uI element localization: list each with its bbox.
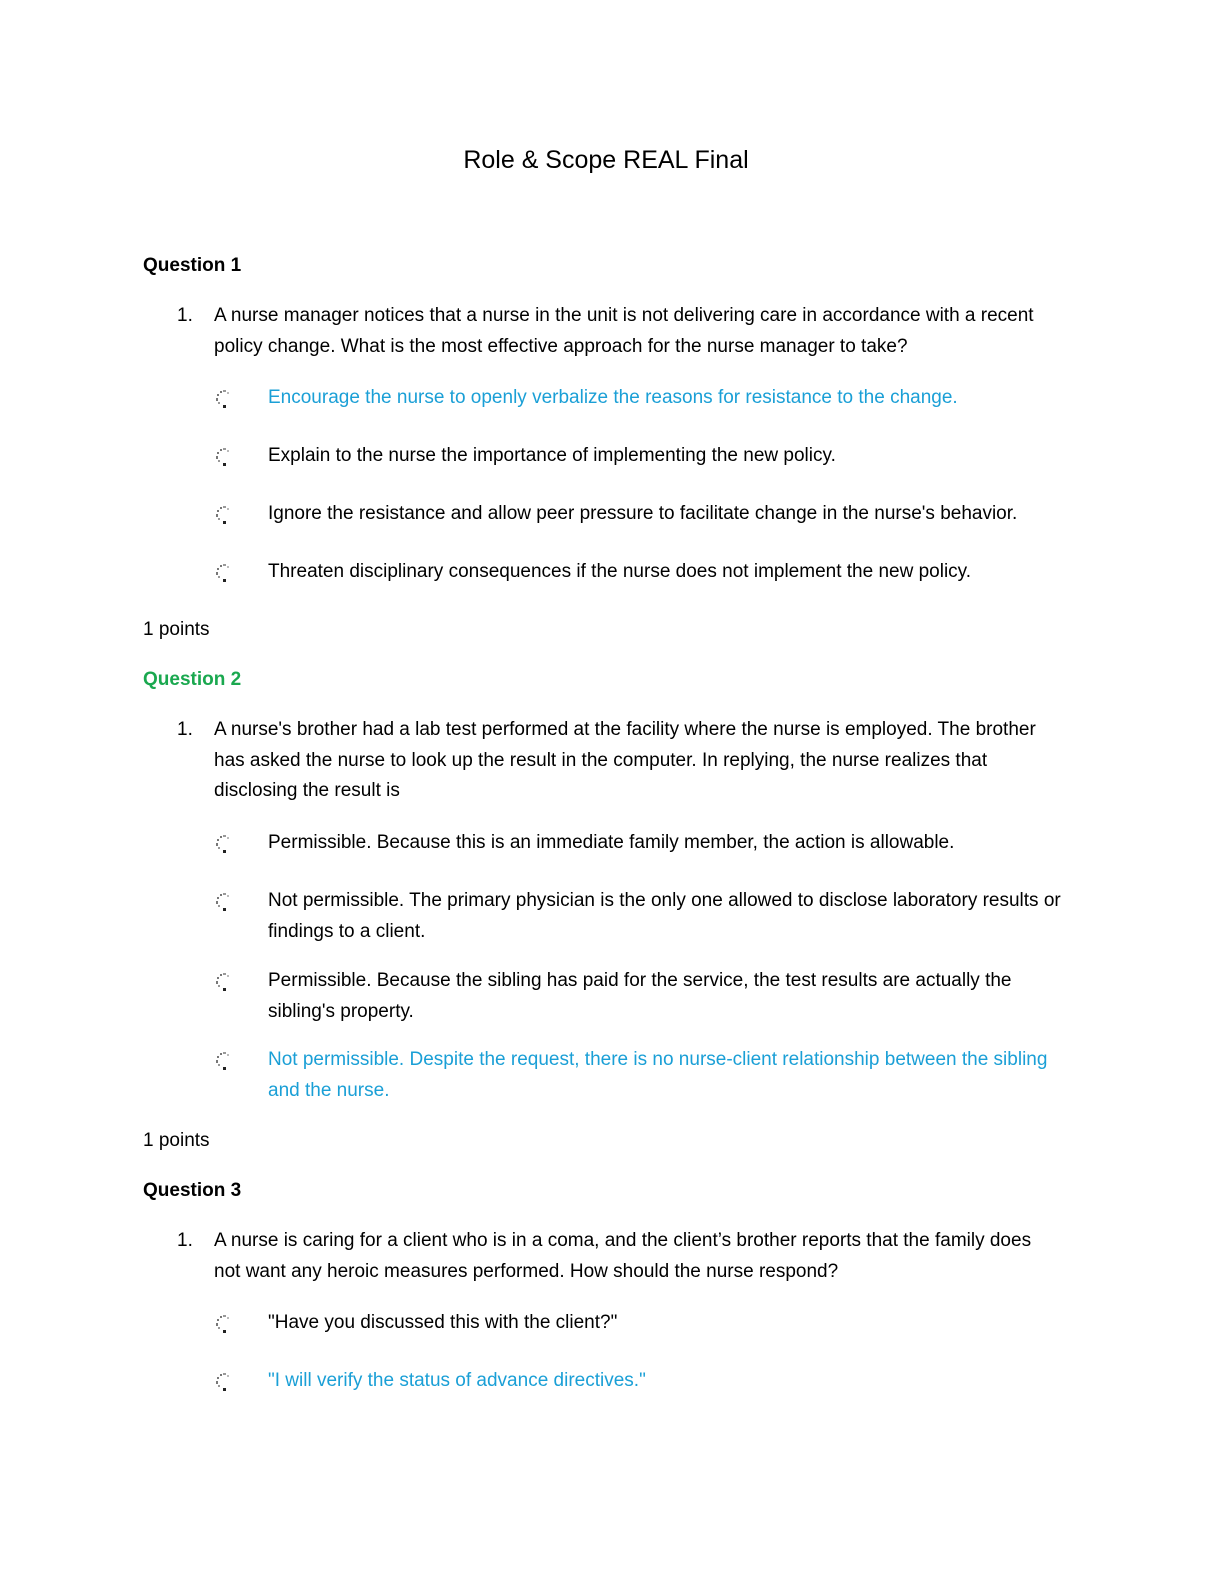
radio-button-icon[interactable]	[214, 1051, 234, 1071]
radio-button-icon[interactable]	[214, 972, 234, 992]
question-2-points: 1 points	[143, 1130, 210, 1151]
question-1-number: 1.	[177, 305, 193, 326]
question-1-option-2-text: Explain to the nurse the importance of i…	[268, 445, 836, 466]
question-2-option-2-text: Not permissible. The primary physician i…	[268, 890, 1061, 942]
question-2-stem: 1. A nurse's brother had a lab test perf…	[177, 715, 1037, 807]
question-3-number: 1.	[177, 1230, 193, 1251]
question-2-option-4-text: Not permissible. Despite the request, th…	[268, 1049, 1048, 1101]
question-3-stem: 1. A nurse is caring for a client who is…	[177, 1226, 1037, 1287]
question-1-stem-text: A nurse manager notices that a nurse in …	[214, 305, 1034, 357]
question-3-stem-text: A nurse is caring for a client who is in…	[214, 1230, 1032, 1282]
question-1-option-3[interactable]: Ignore the resistance and allow peer pre…	[214, 499, 1064, 530]
question-1-option-1[interactable]: Encourage the nurse to openly verbalize …	[214, 383, 1064, 414]
question-2-number: 1.	[177, 719, 193, 740]
radio-button-icon[interactable]	[214, 1314, 234, 1334]
radio-button-icon[interactable]	[214, 447, 234, 467]
question-1-option-3-text: Ignore the resistance and allow peer pre…	[268, 503, 1018, 524]
question-1-stem: 1. A nurse manager notices that a nurse …	[177, 301, 1037, 362]
question-2-option-3-text: Permissible. Because the sibling has pai…	[268, 970, 1012, 1022]
question-2-option-1[interactable]: Permissible. Because this is an immediat…	[214, 828, 1064, 859]
question-3-option-2[interactable]: "I will verify the status of advance dir…	[214, 1366, 1064, 1397]
question-2-option-1-text: Permissible. Because this is an immediat…	[268, 832, 955, 853]
question-1-option-2[interactable]: Explain to the nurse the importance of i…	[214, 441, 1064, 472]
question-1-heading: Question 1	[143, 255, 242, 276]
question-2-option-2[interactable]: Not permissible. The primary physician i…	[214, 886, 1064, 947]
radio-button-icon[interactable]	[214, 505, 234, 525]
question-3-heading: Question 3	[143, 1180, 242, 1201]
question-1-option-4-text: Threaten disciplinary consequences if th…	[268, 561, 972, 582]
radio-button-icon[interactable]	[214, 563, 234, 583]
question-3-option-1[interactable]: "Have you discussed this with the client…	[214, 1308, 1064, 1339]
question-1-option-4[interactable]: Threaten disciplinary consequences if th…	[214, 557, 1064, 588]
question-2-option-4[interactable]: Not permissible. Despite the request, th…	[214, 1045, 1064, 1106]
question-1-option-1-text: Encourage the nurse to openly verbalize …	[268, 387, 958, 408]
question-3-option-2-text: "I will verify the status of advance dir…	[268, 1370, 646, 1391]
question-3-option-1-text: "Have you discussed this with the client…	[268, 1312, 618, 1333]
question-2-heading: Question 2	[143, 669, 242, 690]
radio-button-icon[interactable]	[214, 1372, 234, 1392]
radio-button-icon[interactable]	[214, 892, 234, 912]
question-2-stem-text: A nurse's brother had a lab test perform…	[214, 719, 1036, 801]
question-1-points: 1 points	[143, 619, 210, 640]
document-title: Role & Scope REAL Final	[463, 146, 749, 174]
radio-button-icon[interactable]	[214, 389, 234, 409]
radio-button-icon[interactable]	[214, 834, 234, 854]
question-2-option-3[interactable]: Permissible. Because the sibling has pai…	[214, 966, 1064, 1027]
